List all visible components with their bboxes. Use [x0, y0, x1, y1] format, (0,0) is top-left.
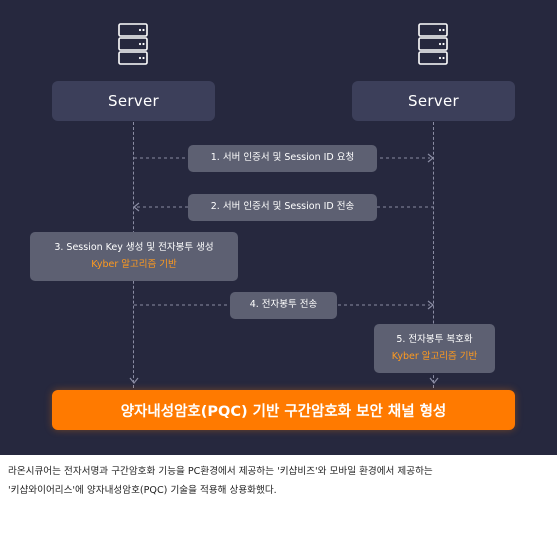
step5-sublabel: Kyber 알고리즘 기반: [391, 350, 478, 362]
step4-label: 4. 전자봉투 전송: [249, 299, 318, 311]
step1-arrow: [134, 153, 434, 163]
step2-label: 2. 서버 인증서 및 Session ID 전송: [210, 201, 355, 213]
right-server-label: Server: [408, 92, 459, 110]
step5-decryption-box: 5. 전자봉투 복호화 Kyber 알고리즘 기반: [374, 324, 495, 373]
left-server-box: Server: [52, 81, 215, 121]
pqc-sequence-diagram: Server Server 1. 서버 인증서 및 Session ID 요청 …: [0, 0, 557, 455]
right-server-box: Server: [352, 81, 515, 121]
banner-text: 양자내성암호(PQC) 기반 구간암호화 보안 채널 형성: [120, 403, 447, 420]
figure-caption: 라온시큐어는 전자서명과 구간암호화 기능을 PC환경에서 제공하는 '키샵비즈…: [8, 462, 553, 500]
server-rack-icon: [118, 23, 148, 65]
secure-channel-banner: 양자내성암호(PQC) 기반 구간암호화 보안 채널 형성: [52, 390, 515, 430]
left-lifeline-arrowhead: [129, 377, 139, 384]
step4-transfer-box: 4. 전자봉투 전송: [230, 292, 337, 319]
step1-label: 1. 서버 인증서 및 Session ID 요청: [210, 152, 355, 164]
server-rack-icon: [418, 23, 448, 65]
step1-request-box: 1. 서버 인증서 및 Session ID 요청: [188, 145, 377, 172]
step3-sublabel: Kyber 알고리즘 기반: [91, 258, 177, 270]
right-lifeline: [433, 122, 434, 388]
step4-arrow: [134, 300, 434, 310]
step2-response-box: 2. 서버 인증서 및 Session ID 전송: [188, 194, 377, 221]
left-server-label: Server: [108, 92, 159, 110]
step5-label: 5. 전자봉투 복호화: [396, 334, 473, 346]
step3-key-generation-box: 3. Session Key 생성 및 전자봉투 생성 Kyber 알고리즘 기…: [30, 232, 238, 281]
right-lifeline-arrowhead: [429, 377, 439, 384]
caption-line-2: '키샵와이어리스'에 양자내성암호(PQC) 기술을 적용해 상용화했다.: [8, 485, 277, 496]
step3-label: 3. Session Key 생성 및 전자봉투 생성: [54, 242, 214, 254]
step2-arrow: [133, 202, 433, 212]
caption-line-1: 라온시큐어는 전자서명과 구간암호화 기능을 PC환경에서 제공하는 '키샵비즈…: [8, 466, 433, 477]
